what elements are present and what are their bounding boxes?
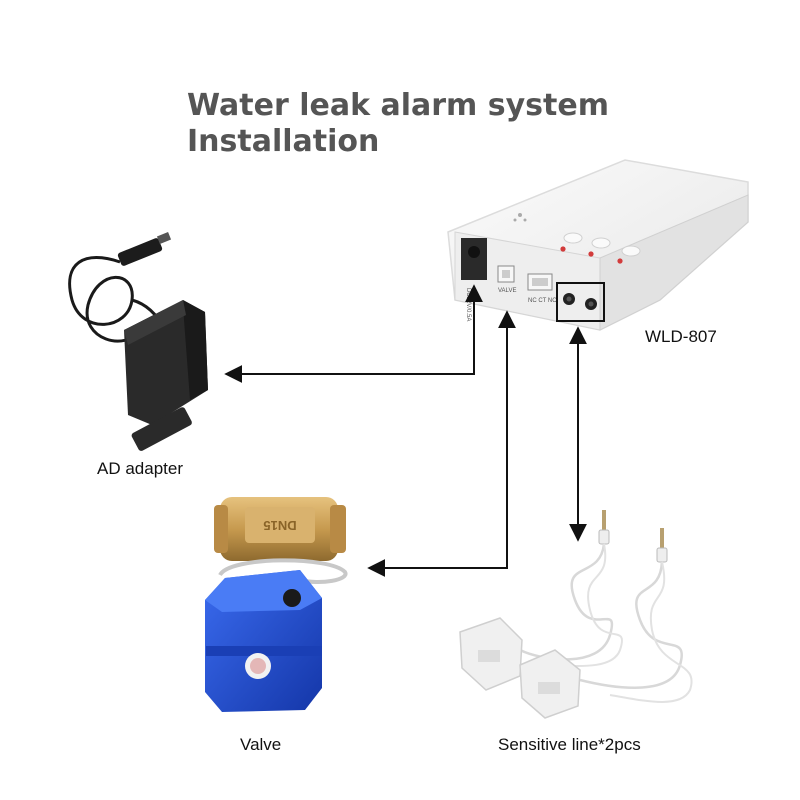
- port-valve: VALVE: [497, 265, 516, 294]
- valve-illustration: DN15: [205, 497, 348, 712]
- port-valve-label: VALVE: [498, 288, 516, 294]
- title-line-2: Installation: [187, 124, 380, 159]
- control-device: DC12V/0.5A VALVE NC CT NO: [447, 159, 749, 331]
- port-relay-label: NC CT NO: [528, 298, 557, 304]
- port-relay: NC CT NO: [527, 273, 557, 304]
- connection-arrows: [224, 284, 587, 577]
- arrow-power-to-adapter: [224, 284, 483, 383]
- device-buttons: [563, 232, 641, 257]
- sensor-lines-illustration: [459, 510, 693, 719]
- device-model-label: WLD-807: [645, 327, 717, 346]
- valve-caption: Valve: [240, 735, 282, 754]
- status-leds: [560, 246, 623, 264]
- arrow-valve-port-to-valve: [367, 310, 516, 577]
- sensor-caption: Sensitive line*2pcs: [498, 735, 641, 754]
- title-line-1: Water leak alarm system: [187, 88, 609, 123]
- sensor-ports: [556, 282, 605, 322]
- port-dc-label: DC12V/0.5A: [465, 288, 471, 321]
- adapter-caption: AD adapter: [97, 459, 183, 478]
- valve-size-mark: DN15: [263, 518, 296, 533]
- ad-adapter-illustration: [68, 232, 208, 451]
- diagram-title: Water leak alarm system Installation: [187, 88, 609, 160]
